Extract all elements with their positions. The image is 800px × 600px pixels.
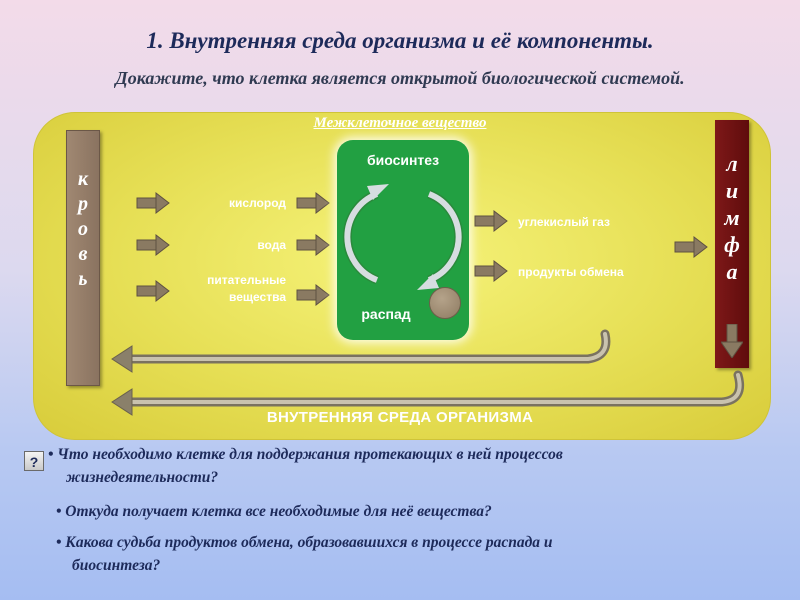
lymph-bar: л и м ф а — [715, 120, 749, 368]
input-label-water: вода — [257, 238, 286, 252]
question-3-line1: • Какова судьба продуктов обмена, образо… — [56, 534, 553, 551]
blood-letter: в — [78, 243, 88, 265]
arrow-icon — [474, 260, 508, 282]
lymph-letter: а — [726, 259, 738, 284]
output-label-products: продукты обмена — [518, 265, 624, 279]
question-icon[interactable]: ? — [24, 451, 44, 471]
lymph-down-arrow-icon — [721, 324, 743, 358]
blood-letter: р — [78, 193, 88, 215]
lymph-letter: и — [725, 178, 739, 203]
blood-letter: к — [77, 168, 89, 190]
slide-title: 1. Внутренняя среда организма и её компо… — [146, 28, 654, 53]
question-3: • Какова судьба продуктов обмена, образо… — [56, 531, 776, 577]
blood-bar: к р о в ь — [66, 130, 100, 386]
arrow-icon — [474, 210, 508, 232]
metabolism-cycle-icon — [342, 184, 464, 290]
blood-letter: о — [78, 218, 88, 240]
input-label-nutrients-line1: питательные — [207, 273, 286, 287]
arrow-icon — [296, 284, 330, 306]
arrow-icon — [136, 234, 170, 256]
intercellular-label: Межклеточное вещество — [313, 115, 487, 131]
arrow-icon — [296, 192, 330, 214]
cell: биосинтез распад — [337, 140, 469, 340]
input-label-nutrients: питательные вещества — [170, 272, 286, 306]
arrow-icon — [136, 192, 170, 214]
cell-biosynthesis-label: биосинтез — [366, 152, 440, 168]
question-1: • Что необходимо клетке для поддержания … — [48, 443, 768, 489]
blood-letter: ь — [78, 268, 88, 290]
arrow-icon — [136, 280, 170, 302]
cell-decay-label: распад — [361, 306, 411, 322]
inner-environment-label: ВНУТРЕННЯЯ СРЕДА ОРГАНИЗМА — [266, 409, 534, 426]
nucleus — [429, 287, 461, 319]
input-label-nutrients-line2: вещества — [229, 290, 286, 304]
lymph-letter: л — [726, 151, 738, 176]
slide-subtitle: Докажите, что клетка является открытой б… — [115, 68, 685, 88]
question-3-line2: биосинтеза? — [72, 557, 161, 574]
question-1-line2: жизнедеятельности? — [66, 469, 219, 486]
lymph-letter: м — [724, 205, 740, 230]
lymph-letter: ф — [724, 232, 740, 257]
question-1-line1: • Что необходимо клетке для поддержания … — [48, 446, 563, 463]
output-label-co2: углекислый газ — [518, 215, 610, 229]
question-2: • Откуда получает клетка все необходимые… — [56, 503, 492, 520]
input-label-oxygen: кислород — [229, 196, 286, 210]
arrow-icon — [296, 234, 330, 256]
arrow-icon — [674, 236, 708, 258]
